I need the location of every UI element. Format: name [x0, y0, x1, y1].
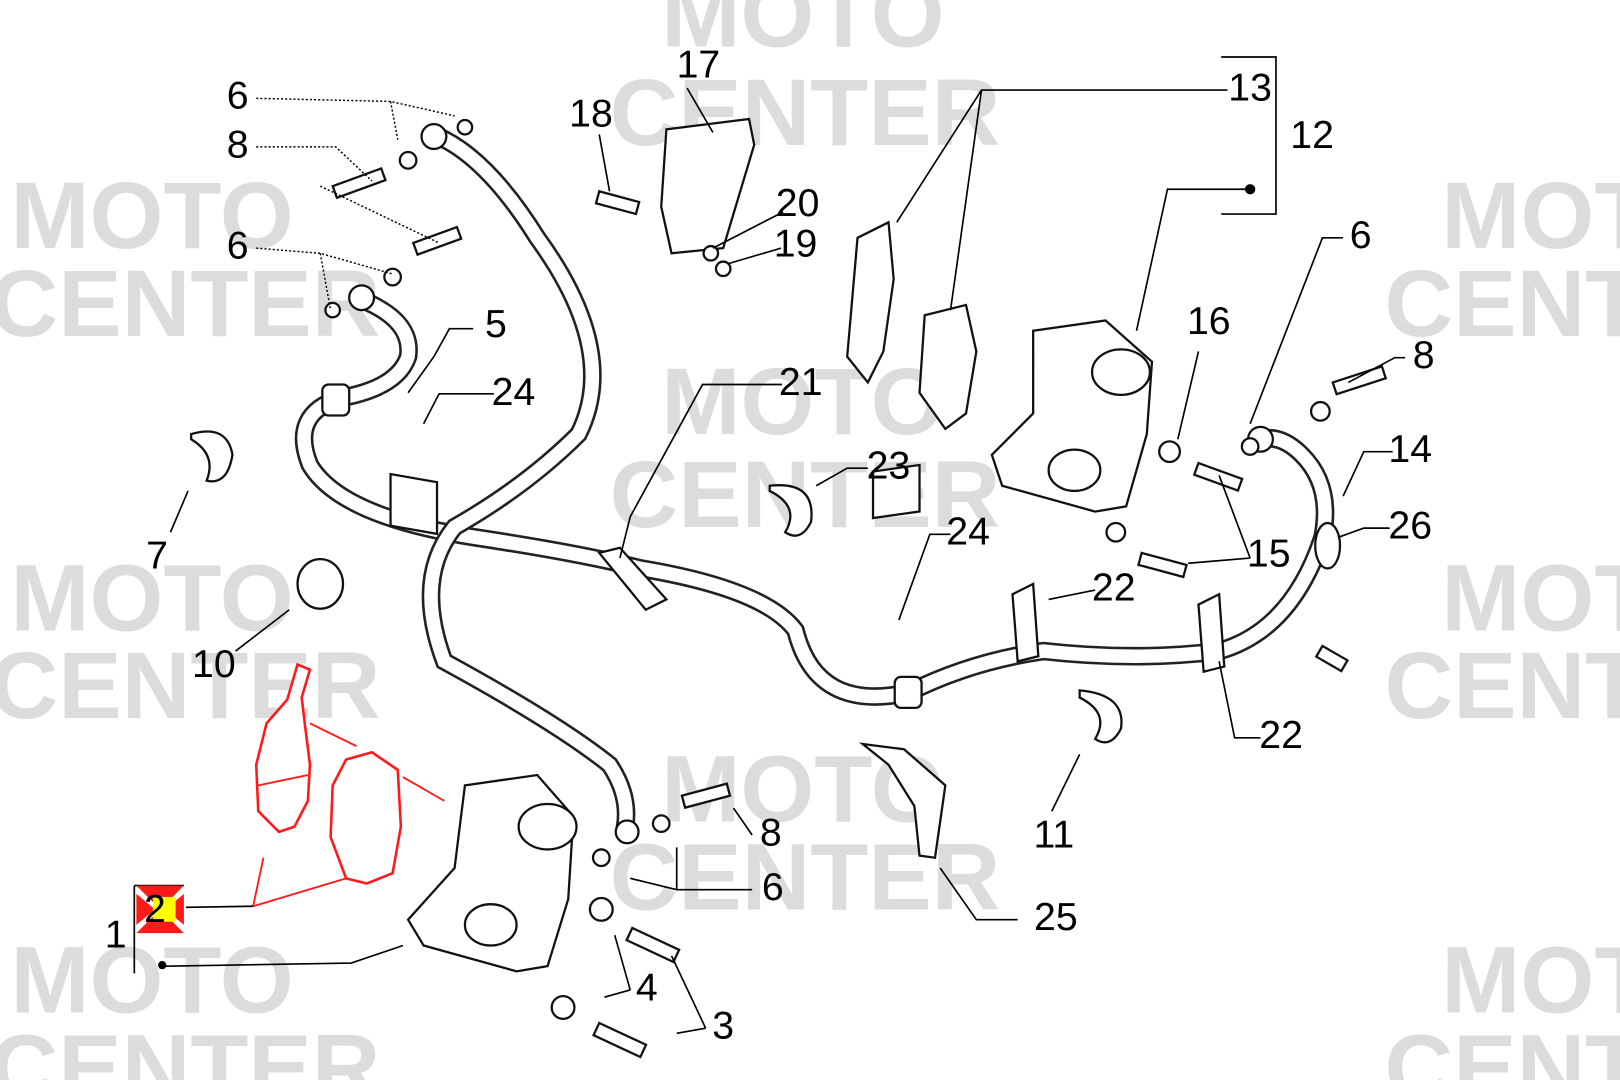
- callout-17[interactable]: 17: [677, 43, 721, 87]
- callout-19[interactable]: 19: [774, 221, 818, 265]
- callout-25[interactable]: 25: [1034, 895, 1078, 939]
- callout-6[interactable]: 6: [762, 865, 784, 909]
- caliper-lower: [406, 773, 578, 973]
- watermark-center: CENTER: [1384, 633, 1620, 739]
- bracket-25: [858, 742, 947, 859]
- callout-11[interactable]: 11: [1033, 812, 1074, 856]
- callout-6[interactable]: 6: [1350, 213, 1372, 257]
- hardware: [189, 117, 1388, 1059]
- brake-pads-highlighted[interactable]: [252, 662, 445, 908]
- banjo-fitting: [348, 284, 376, 312]
- callout-10[interactable]: 10: [192, 642, 236, 686]
- callout-24[interactable]: 24: [946, 510, 990, 554]
- watermark-moto: MOTO: [661, 349, 944, 455]
- grommet: [1314, 521, 1342, 570]
- callout-21[interactable]: 21: [779, 360, 823, 404]
- callout-8[interactable]: 8: [760, 810, 782, 854]
- grommet: [321, 383, 351, 417]
- callout-18[interactable]: 18: [569, 91, 613, 135]
- callout-6[interactable]: 6: [227, 224, 249, 268]
- watermark-center: CENTER: [0, 633, 380, 739]
- callout-24[interactable]: 24: [492, 370, 536, 414]
- callout-13[interactable]: 13: [1228, 65, 1272, 109]
- clip-23: [768, 484, 813, 537]
- bracket-22: [1011, 582, 1040, 663]
- clip-11: [1078, 689, 1123, 744]
- bracket-24: [871, 463, 921, 520]
- bracket-17: [660, 117, 756, 255]
- callout-4[interactable]: 4: [636, 965, 658, 1009]
- hose-clip: [296, 557, 345, 610]
- watermark-center: CENTER: [0, 251, 380, 357]
- watermark-moto: MOTO: [10, 163, 293, 269]
- watermark-center: CENTER: [610, 824, 1001, 930]
- selected-part-marker[interactable]: [136, 885, 184, 934]
- hose-holder: [597, 546, 669, 612]
- watermark-moto: MOTO: [10, 545, 293, 651]
- callout-8[interactable]: 8: [227, 122, 249, 166]
- bracket: [389, 472, 439, 536]
- leader-lines: [133, 56, 1406, 1035]
- callout-6[interactable]: 6: [227, 74, 249, 118]
- watermark-moto: MOTO: [10, 928, 293, 1034]
- callout-22[interactable]: 22: [1092, 565, 1136, 609]
- callout-2-selected[interactable]: 2: [144, 887, 166, 931]
- watermark-center: CENTER: [1384, 1015, 1620, 1080]
- callout-8[interactable]: 8: [1413, 333, 1435, 377]
- callout-12[interactable]: 12: [1290, 113, 1334, 157]
- brake-hoses: [294, 123, 1342, 845]
- callout-23[interactable]: 23: [867, 444, 911, 488]
- callout-3[interactable]: 3: [712, 1004, 734, 1048]
- callout-labels: 6 8 6 5 24 7 10 2 1 17 18 20 19 13 12 6 …: [105, 43, 1435, 1048]
- watermark-moto: MOTO: [1441, 163, 1620, 269]
- watermark-moto: MOTO: [1441, 928, 1620, 1034]
- callout-5[interactable]: 5: [485, 302, 507, 346]
- watermark-moto: MOTO: [661, 0, 944, 68]
- watermark-center: CENTER: [1384, 251, 1620, 357]
- callout-22[interactable]: 22: [1259, 713, 1303, 757]
- bracket-22: [1197, 592, 1226, 674]
- watermark-moto: MOTO: [1441, 545, 1620, 651]
- callout-15[interactable]: 15: [1247, 531, 1291, 575]
- callout-20[interactable]: 20: [776, 181, 820, 225]
- callout-26[interactable]: 26: [1388, 503, 1432, 547]
- caliper-upper: [846, 220, 1154, 513]
- banjo-fitting: [420, 123, 448, 151]
- watermark-center: CENTER: [0, 1015, 380, 1080]
- banjo-fitting: [614, 819, 640, 845]
- callout-14[interactable]: 14: [1388, 427, 1432, 471]
- grommet: [893, 675, 923, 710]
- callout-7[interactable]: 7: [146, 533, 168, 577]
- callout-1[interactable]: 1: [105, 913, 127, 957]
- callout-16[interactable]: 16: [1187, 299, 1231, 343]
- clamp: [189, 430, 234, 483]
